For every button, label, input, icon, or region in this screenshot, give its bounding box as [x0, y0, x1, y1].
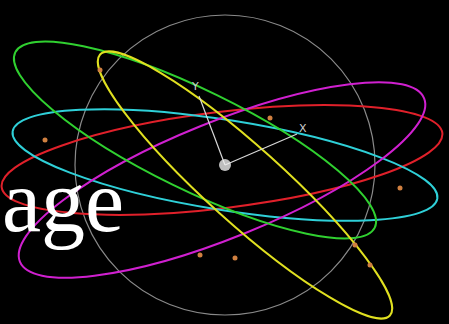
axis-label: X	[299, 122, 307, 135]
overlay-text: age	[2, 158, 124, 246]
axis-label: Y	[192, 80, 199, 93]
